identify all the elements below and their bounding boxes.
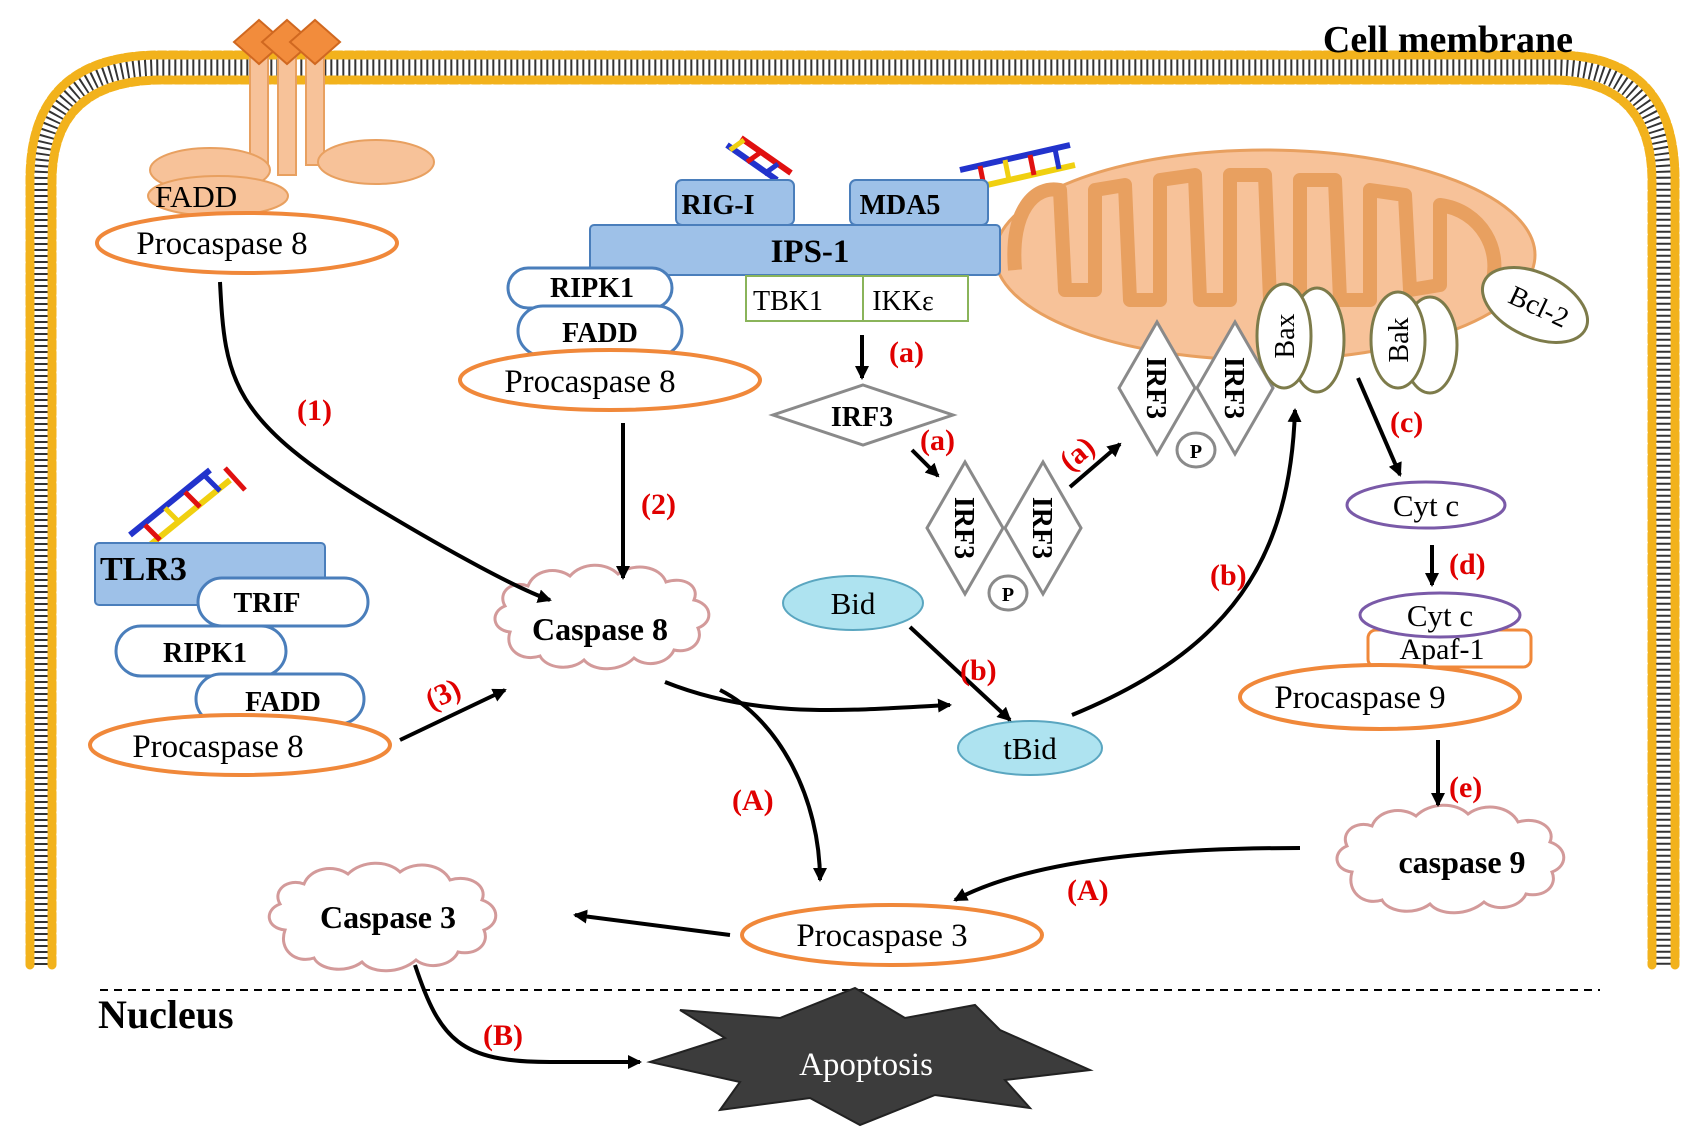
- bcl2: [1480, 266, 1590, 344]
- step-label-B: (B): [483, 1019, 523, 1052]
- procaspase8-tlr3: [88, 713, 392, 777]
- phosphate-2-label: P: [1190, 441, 1202, 463]
- procaspase8-top-left: [95, 211, 399, 275]
- arrow-1: [218, 281, 552, 603]
- step-label-a1: (a): [889, 336, 924, 369]
- step-label-e: (e): [1449, 771, 1482, 804]
- arrow-bid-tbid: [908, 625, 1012, 722]
- procaspase8-tlr3-label: Procaspase 8: [132, 729, 303, 765]
- irf3-dimer-a-label: IRF3: [948, 497, 979, 559]
- ripk1-tlr3-box: [114, 624, 288, 678]
- rig-i-box: [675, 179, 795, 226]
- trif-label: TRIF: [234, 588, 301, 619]
- tbid-label: tBid: [1003, 731, 1057, 766]
- bax-front: [1255, 282, 1313, 390]
- ripk1-tlr3-label: RIPK1: [163, 638, 247, 669]
- ips1-label: IPS-1: [771, 234, 850, 270]
- irf3-monomer-label: IRF3: [831, 402, 893, 433]
- arrow-casp9-procasp3: [953, 846, 1301, 902]
- bid-label: Bid: [831, 586, 876, 621]
- receptor-ligand-diamond: [288, 18, 342, 66]
- arrows: [218, 281, 1445, 1069]
- phosphate-1: [987, 574, 1029, 612]
- tlr3-label: TLR3: [100, 551, 187, 588]
- caspase9-label: caspase 9: [1398, 844, 1525, 880]
- rna-ligand-tlr3: [128, 466, 247, 548]
- rig-i-label: RIG-I: [681, 190, 754, 221]
- trif-box: [196, 576, 370, 628]
- procaspase9: [1238, 663, 1522, 731]
- mda5-label: MDA5: [860, 190, 941, 221]
- tbk1-label: TBK1: [753, 286, 823, 317]
- caspase9-cloud: [1335, 803, 1566, 915]
- step-label-d: (d): [1449, 548, 1486, 581]
- step-label-b1: (b): [1210, 559, 1247, 592]
- procaspase3-label: Procaspase 3: [796, 918, 967, 954]
- fadd-tlr3-label: FADD: [245, 687, 321, 718]
- ikk-box: [862, 275, 969, 322]
- cell-membrane-label: Cell membrane: [1323, 19, 1573, 61]
- step-label-A1: (A): [732, 784, 774, 817]
- step-label-2: (2): [641, 488, 676, 521]
- arrow-casp3-apoptosis: [413, 964, 642, 1069]
- arrow-casp8-procasp3: [719, 688, 827, 882]
- bak-front: [1369, 290, 1427, 390]
- step-label-1: (1): [297, 394, 332, 427]
- caspase8-label: Caspase 8: [532, 611, 668, 647]
- bax-label: Bax: [1270, 313, 1301, 358]
- step-label-a2: (a): [920, 424, 955, 457]
- rna-ligand-rig: [725, 135, 793, 183]
- arrow-3: [399, 688, 507, 742]
- cytc-apoptosome: [1358, 591, 1522, 639]
- irf3-dimer-a: [925, 458, 1005, 598]
- step-label-a3: (a): [1053, 430, 1101, 478]
- arrow-procasp3-casp3: [573, 909, 731, 937]
- ripk1-rig-label: RIPK1: [550, 273, 634, 304]
- ikk-label: IKKε: [872, 286, 934, 317]
- procaspase9-label: Procaspase 9: [1274, 680, 1445, 716]
- procaspase3: [740, 903, 1044, 967]
- bak-label: Bak: [1384, 317, 1415, 362]
- step-label-b2: (b): [960, 654, 997, 687]
- procaspase8-rig: [458, 348, 762, 412]
- apoptosis-star: [646, 986, 1094, 1127]
- apaf1-label: Apaf-1: [1400, 633, 1485, 666]
- phosphate-1-label: P: [1002, 584, 1014, 606]
- nucleus-label: Nucleus: [98, 992, 234, 1037]
- irf3-mito-b-label: IRF3: [1218, 357, 1249, 419]
- apoptosis-label: Apoptosis: [799, 1047, 933, 1083]
- tbk1-box: [745, 275, 867, 322]
- irf3-dimer-b-label: IRF3: [1026, 497, 1057, 559]
- arrow-tbid-bax: [1071, 408, 1302, 717]
- cytc-apoptosome-label: Cyt c: [1407, 598, 1473, 633]
- mda5-box: [849, 179, 989, 226]
- tbid: [957, 720, 1103, 776]
- bid: [782, 575, 924, 631]
- step-label-c: (c): [1390, 406, 1423, 439]
- caspase3-label: Caspase 3: [320, 899, 456, 935]
- procaspase8-rig-label: Procaspase 8: [504, 364, 675, 400]
- arrow-casp8-tbid: [664, 680, 952, 713]
- phosphate-2: [1175, 431, 1217, 469]
- receptor-domain: [317, 139, 435, 185]
- fadd-rig-label: FADD: [562, 318, 638, 349]
- death-receptor: [147, 18, 435, 217]
- arrow-bax-cytc: [1356, 377, 1402, 477]
- cytc-released-label: Cyt c: [1393, 488, 1459, 523]
- irf3-monomer: [768, 383, 958, 447]
- irf3-dimer-b: [1003, 458, 1083, 598]
- caspase3-cloud: [267, 861, 498, 973]
- cytc-released: [1345, 480, 1507, 530]
- cell-membrane: [25, 50, 1680, 970]
- step-label-A2: (A): [1067, 874, 1109, 907]
- irf3-mito-a: [1117, 318, 1197, 458]
- procaspase8-top-left-label: Procaspase 8: [136, 226, 307, 262]
- fadd-top-left-label: FADD: [155, 179, 237, 214]
- arrow-dimer-mito: [1068, 442, 1122, 489]
- arrow-irf3-dimer: [910, 448, 940, 478]
- irf3-mito-a-label: IRF3: [1140, 357, 1171, 419]
